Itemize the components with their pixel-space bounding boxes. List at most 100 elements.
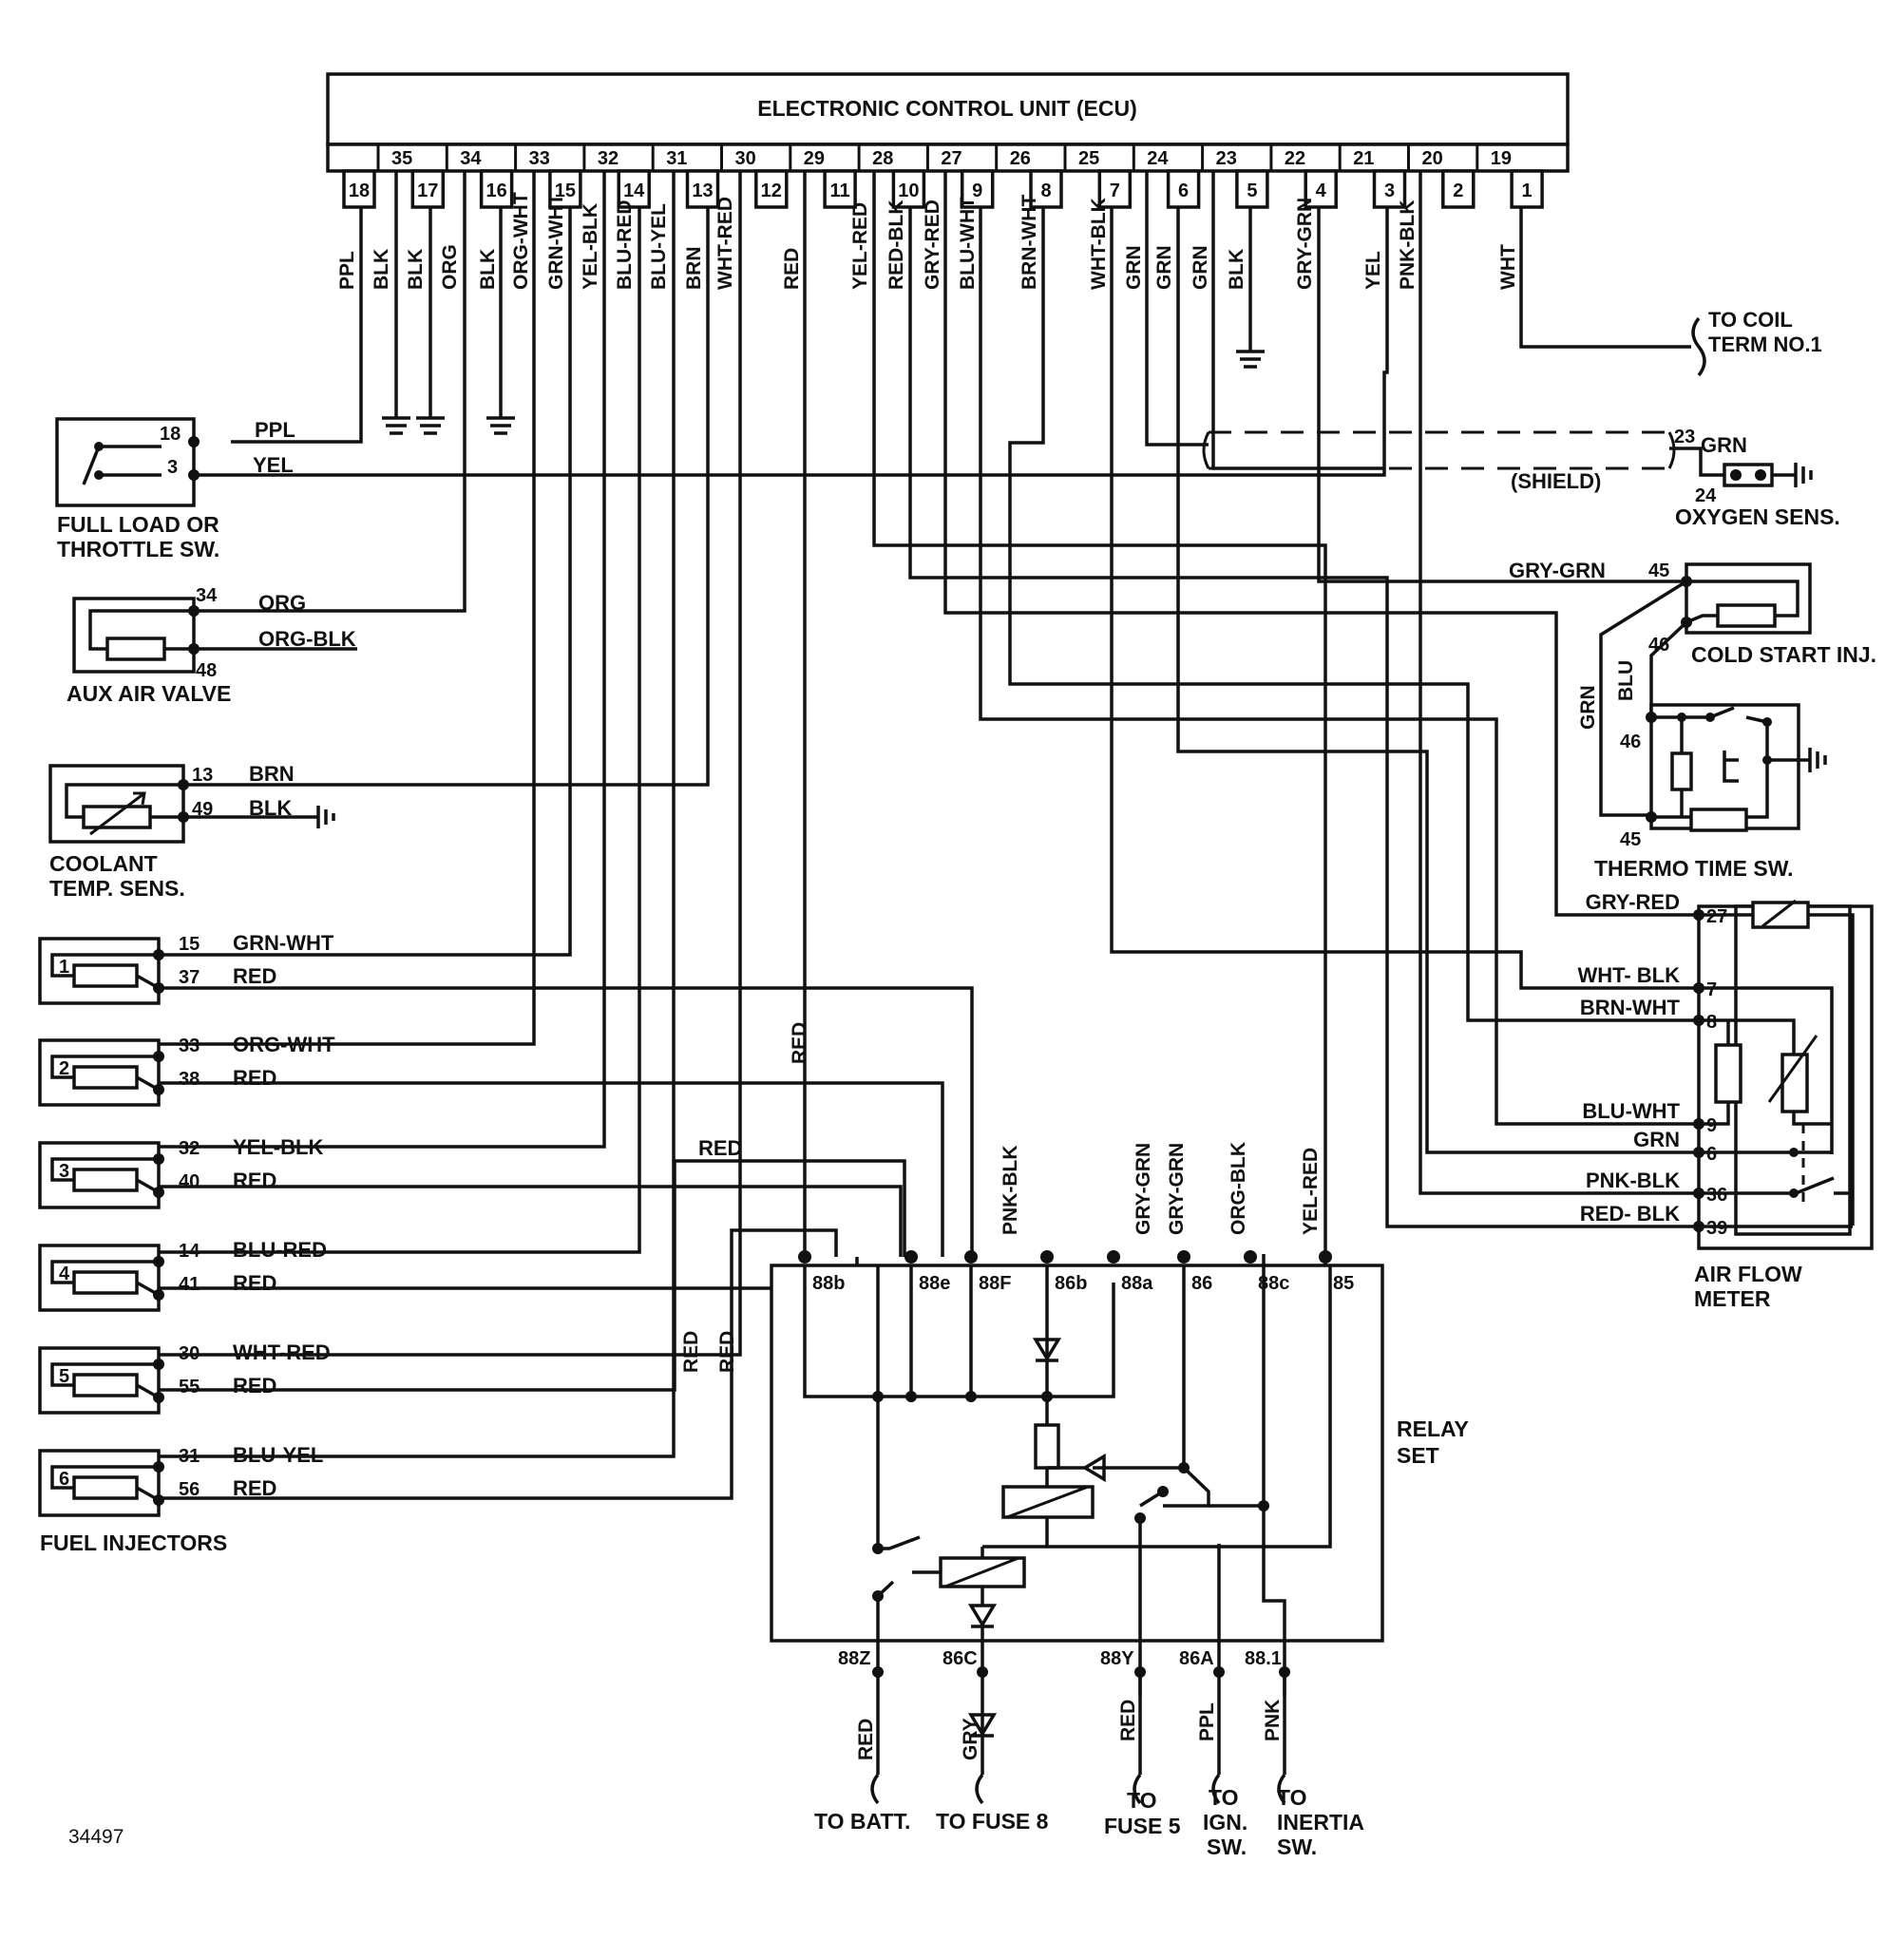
relay-wire-label: ORG-BLK bbox=[1228, 1142, 1249, 1235]
ecu-pin-16: 16 bbox=[486, 181, 506, 201]
afm-wire-label: WHT- BLK bbox=[1577, 963, 1680, 987]
afm-wire-label: GRN bbox=[1633, 1128, 1680, 1151]
relay-terminal-88e: 88e bbox=[919, 1273, 950, 1294]
svg-text:BLU: BLU bbox=[1615, 660, 1637, 701]
svg-text:15: 15 bbox=[179, 934, 200, 955]
afm-pin-7: 7 bbox=[1706, 979, 1717, 1000]
afm-wire-label: BLU-WHT bbox=[1582, 1099, 1680, 1123]
ecu-pin-33: 33 bbox=[529, 148, 550, 169]
svg-text:YEL: YEL bbox=[253, 453, 294, 477]
ecu-pin-10: 10 bbox=[898, 181, 919, 201]
svg-text:31: 31 bbox=[179, 1446, 200, 1467]
svg-text:33: 33 bbox=[179, 1036, 200, 1056]
svg-text:TO: TO bbox=[1127, 1788, 1157, 1813]
aux-air-valve: 34 48 ORG ORG-BLK AUX AIR VALVE bbox=[67, 585, 357, 706]
relay-terminal-86C: 86C bbox=[942, 1648, 978, 1669]
svg-text:RED: RED bbox=[698, 1136, 742, 1160]
ecu-pin-17: 17 bbox=[417, 181, 438, 201]
coolant-sensor-label: COOLANT bbox=[49, 851, 158, 876]
relay-wire-label: GRY-GRN bbox=[1133, 1143, 1154, 1235]
svg-text:4: 4 bbox=[59, 1264, 70, 1284]
svg-text:RED: RED bbox=[233, 1271, 276, 1295]
wire-color-label: RED bbox=[781, 248, 803, 290]
cold-start-injector: GRY-GRN 45 46 COLD START INJ. bbox=[1317, 372, 1876, 817]
afm-pin-9: 9 bbox=[1706, 1115, 1717, 1136]
svg-text:34: 34 bbox=[196, 585, 218, 606]
wire-color-label: BRN bbox=[683, 247, 705, 291]
wire-color-label: BLU-YEL bbox=[648, 203, 670, 290]
ecu-pin-32: 32 bbox=[598, 148, 619, 169]
svg-text:YEL-BLK: YEL-BLK bbox=[233, 1135, 323, 1159]
ecu-pin-35: 35 bbox=[391, 148, 412, 169]
ecu-pin-29: 29 bbox=[804, 148, 825, 169]
wire-color-label: BLK bbox=[405, 249, 427, 290]
svg-text:TERM NO.1: TERM NO.1 bbox=[1708, 333, 1822, 356]
relay-terminal-88F: 88F bbox=[979, 1273, 1011, 1294]
ecu-pin-24: 24 bbox=[1147, 148, 1169, 169]
svg-text:RED: RED bbox=[855, 1719, 877, 1760]
ecu-pin-20: 20 bbox=[1422, 148, 1443, 169]
ecu-pin-2: 2 bbox=[1453, 181, 1463, 201]
relay-terminal-86: 86 bbox=[1191, 1273, 1212, 1294]
ecu-pin-27: 27 bbox=[941, 148, 962, 169]
svg-text:GRN: GRN bbox=[1577, 685, 1599, 730]
wire-color-label: YEL bbox=[1362, 251, 1384, 290]
svg-text:GRN-WHT: GRN-WHT bbox=[233, 931, 334, 955]
relay-wire-label: GRY-GRN bbox=[1166, 1143, 1188, 1235]
svg-text:46: 46 bbox=[1648, 635, 1669, 656]
throttle-switch: 18 3 PPL YEL FULL LOAD OR THROTTLE SW. bbox=[55, 417, 295, 561]
afm-wire-label: RED- BLK bbox=[1580, 1202, 1680, 1226]
thermo-time-label: THERMO TIME SW. bbox=[1594, 856, 1794, 881]
svg-text:RED: RED bbox=[233, 964, 276, 988]
wire-color-label: GRN bbox=[1123, 245, 1145, 290]
fuel-injectors-label: FUEL INJECTORS bbox=[40, 1530, 227, 1555]
svg-text:3: 3 bbox=[167, 457, 178, 478]
wire-color-label: YEL-RED bbox=[849, 202, 871, 290]
svg-text:RED: RED bbox=[233, 1066, 276, 1090]
svg-text:3: 3 bbox=[59, 1161, 69, 1182]
svg-text:SET: SET bbox=[1397, 1443, 1439, 1468]
svg-text:41: 41 bbox=[179, 1274, 200, 1295]
afm-pin-36: 36 bbox=[1706, 1185, 1727, 1206]
ecu-pin-3: 3 bbox=[1384, 181, 1395, 201]
to-fuse8-label: TO FUSE 8 bbox=[936, 1809, 1049, 1834]
throttle-switch-label: FULL LOAD OR bbox=[57, 512, 219, 537]
svg-text:BRN: BRN bbox=[249, 762, 295, 786]
svg-text:6: 6 bbox=[59, 1469, 69, 1490]
ecu-pin-12: 12 bbox=[761, 181, 782, 201]
svg-text:RED: RED bbox=[716, 1331, 738, 1373]
coolant-sensor: 13 49 BRN BLK COOLANT TEMP. SENS. bbox=[48, 762, 335, 901]
svg-text:PPL: PPL bbox=[1196, 1702, 1218, 1741]
ground-icon bbox=[1794, 463, 1813, 487]
ecu-pin-22: 22 bbox=[1285, 148, 1305, 169]
ground-icon bbox=[316, 806, 335, 828]
svg-text:BLU-YEL: BLU-YEL bbox=[233, 1443, 323, 1467]
ecu-pin-30: 30 bbox=[735, 148, 756, 169]
wire-color-label: YEL-BLK bbox=[580, 203, 601, 290]
svg-text:45: 45 bbox=[1620, 829, 1641, 850]
relay-terminal-86b: 86b bbox=[1055, 1273, 1087, 1294]
ecu-pin-31: 31 bbox=[666, 148, 687, 169]
afm-wire-label: GRY-RED bbox=[1586, 890, 1680, 914]
ecu-pin-34: 34 bbox=[460, 148, 482, 169]
wire-color-label: BLU-WHT bbox=[957, 197, 979, 290]
svg-text:FUSE 5: FUSE 5 bbox=[1104, 1814, 1181, 1838]
relay-set-label: RELAY bbox=[1397, 1416, 1469, 1441]
svg-text:RED: RED bbox=[233, 1169, 276, 1192]
svg-text:ORG-WHT: ORG-WHT bbox=[233, 1033, 335, 1056]
afm-wire-label: PNK-BLK bbox=[1586, 1169, 1680, 1192]
shield-label: (SHIELD) bbox=[1511, 469, 1601, 493]
ecu-pin-1: 1 bbox=[1522, 181, 1533, 201]
coil-terminal: TO COIL TERM NO.1 bbox=[1691, 308, 1822, 377]
air-flow-meter-label: AIR FLOW bbox=[1694, 1262, 1802, 1286]
ecu-pin-25: 25 bbox=[1078, 148, 1099, 169]
svg-text:RED: RED bbox=[233, 1374, 276, 1397]
ecu-pin-8: 8 bbox=[1040, 181, 1051, 201]
ecu-pin-13: 13 bbox=[692, 181, 713, 201]
